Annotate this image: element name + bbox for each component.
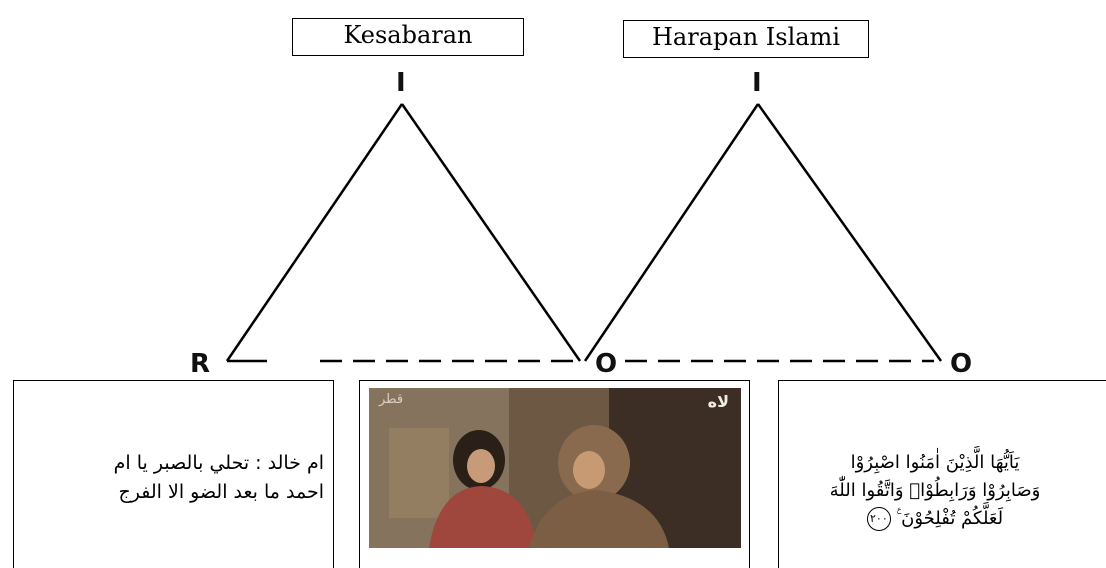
verse-text: يَاَيُّهَا الَّذِيْنَ اٰمَنُوا اصْبِرُوْ…	[793, 449, 1077, 533]
kesabaran-label: Kesabaran	[343, 21, 473, 49]
verse-line-3-text: لَعَلَّكُمْ تُفْلِحُوْنَ ࣖ	[896, 508, 1004, 529]
dialogue-line-1: ام خالد : تحلي بالصبر يا ام	[113, 452, 324, 474]
right-peak-line-left	[583, 103, 760, 362]
left-peak-line-left	[225, 103, 404, 362]
verse-number-badge: ٢٠٠	[866, 507, 891, 531]
left-peak-line-right	[400, 103, 582, 362]
node-i-left: I	[396, 68, 406, 98]
right-peak-line-right	[756, 103, 943, 362]
node-o-right: O	[950, 349, 973, 379]
dialogue-panel: ام خالد : تحلي بالصبر يا ام احمد ما بعد …	[13, 380, 334, 568]
harapan-label: Harapan Islami	[652, 23, 840, 51]
channel-logo-icon: لاه	[707, 392, 729, 411]
dialogue-text: ام خالد : تحلي بالصبر يا ام احمد ما بعد …	[24, 449, 324, 507]
node-i-right: I	[752, 68, 762, 98]
dialogue-line-2: احمد ما بعد الضو الا الفرج	[118, 481, 324, 503]
node-r: R	[190, 349, 211, 379]
video-panel: قطر لاه	[359, 380, 750, 568]
verse-panel: يَاَيُّهَا الَّذِيْنَ اٰمَنُوا اصْبِرُوْ…	[778, 380, 1106, 568]
node-o-middle: O	[595, 349, 618, 379]
channel-text: قطر	[379, 392, 404, 407]
harapan-label-box: Harapan Islami	[623, 20, 869, 58]
verse-number: ٢٠٠	[870, 512, 888, 525]
kesabaran-label-box: Kesabaran	[292, 18, 524, 56]
verse-line-2: وَصَابِرُوْا وَرَابِطُوْاۗ وَاتَّقُوا ال…	[829, 480, 1041, 501]
verse-line-3: لَعَلَّكُمْ تُفْلِحُوْنَ ࣖ ٢٠٠	[793, 505, 1077, 533]
video-frame[interactable]: قطر لاه	[369, 388, 741, 548]
verse-line-1: يَاَيُّهَا الَّذِيْنَ اٰمَنُوا اصْبِرُوْ…	[850, 452, 1020, 473]
video-scene	[369, 388, 741, 548]
